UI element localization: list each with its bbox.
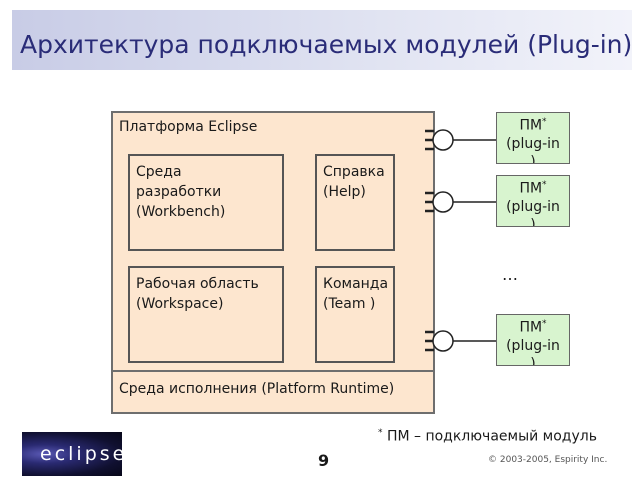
workbench-line-1: Среда (136, 164, 182, 180)
connector-2 (425, 191, 496, 213)
plugin-2-sub: (plug-in (506, 198, 560, 215)
plugin-3-star: * (542, 319, 547, 329)
plugin-1-star: * (542, 117, 547, 127)
slide-title: Архитектура подключаемых модулей (Plug-i… (20, 30, 633, 59)
workspace-box: Рабочая область (Workspace) (128, 266, 284, 363)
workbench-line-3: (Workbench) (136, 204, 226, 220)
team-line-2: (Team ) (323, 296, 376, 312)
workspace-line-1: Рабочая область (136, 276, 259, 292)
page-number: 9 (318, 451, 330, 470)
eclipse-logo-text: eclipse (40, 443, 128, 465)
plugin-3-close: ) (530, 355, 536, 366)
footnote: * ПМ – подключаемый модуль (378, 428, 597, 445)
plugin-box-3: ПМ* (plug-in ) (496, 314, 570, 366)
eclipse-platform-box: Платформа Eclipse Среда разработки (Work… (111, 111, 435, 414)
platform-label: Платформа Eclipse (119, 119, 258, 135)
workspace-line-2: (Workspace) (136, 296, 224, 312)
plugin-2-close: ) (530, 216, 536, 227)
team-box: Команда (Team ) (315, 266, 395, 363)
plugin-2-star: * (542, 180, 547, 190)
plugin-3-pm: ПМ (519, 319, 543, 336)
help-line-1: Справка (323, 164, 385, 180)
workbench-line-2: разработки (136, 184, 222, 200)
eclipse-logo: eclipse (22, 432, 124, 476)
title-bar (12, 10, 632, 70)
plugin-1-pm: ПМ (519, 117, 543, 134)
footnote-text: ПМ – подключаемый модуль (382, 428, 597, 445)
plugin-1-close: ) (530, 153, 536, 164)
more-plugins-ellipsis: … (502, 265, 519, 284)
runtime-label: Среда исполнения (Platform Runtime) (119, 381, 395, 397)
connector-3 (425, 330, 496, 352)
footnote-star: * (378, 428, 383, 438)
plugin-2-pm: ПМ (519, 180, 543, 197)
plugin-3-sub: (plug-in (506, 337, 560, 354)
connector-1 (425, 129, 496, 151)
plugin-box-2: ПМ* (plug-in ) (496, 175, 570, 227)
workbench-box: Среда разработки (Workbench) (128, 154, 284, 251)
plugin-box-1: ПМ* (plug-in ) (496, 112, 570, 164)
runtime-divider (113, 370, 433, 372)
plugin-connectors (425, 129, 496, 352)
help-line-2: (Help) (323, 184, 366, 200)
team-line-1: Команда (323, 276, 389, 292)
help-box: Справка (Help) (315, 154, 395, 251)
copyright: © 2003-2005, Espirity Inc. (488, 455, 608, 465)
plugin-1-sub: (plug-in (506, 135, 560, 152)
